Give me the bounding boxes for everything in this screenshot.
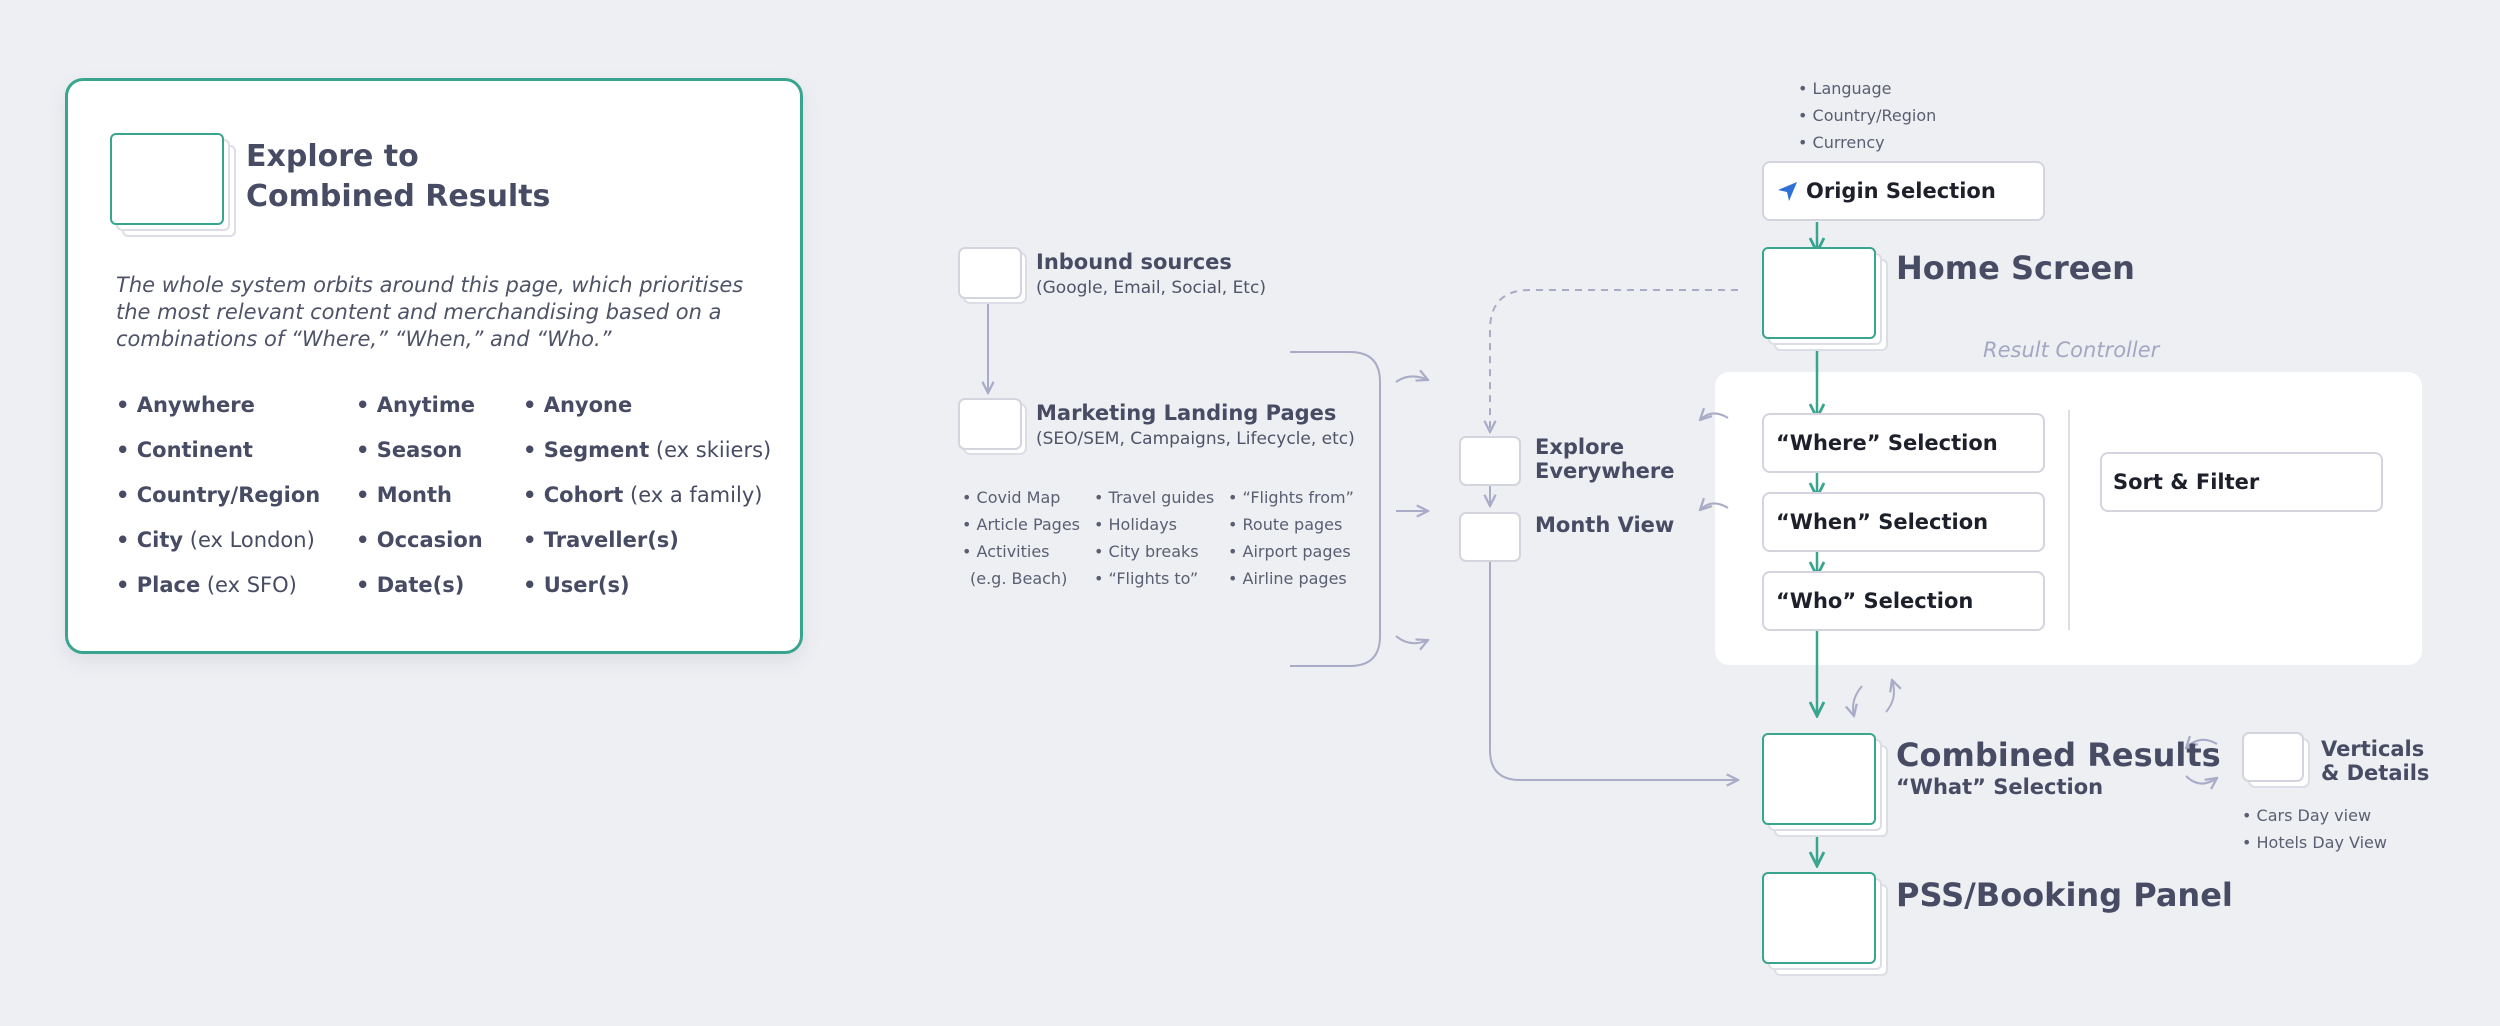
list-item: • Country/Region (116, 483, 321, 507)
inbound-sources-title: Inbound sources (1036, 250, 1232, 274)
arrow-bracket-top (1395, 376, 1428, 383)
list-item: • Currency (1798, 133, 1885, 152)
who-selection-label: “Who” Selection (1776, 589, 1974, 613)
list-item: • User(s) (523, 573, 630, 597)
list-item: • Article Pages (962, 515, 1081, 534)
arrow-bracket-bottom (1395, 635, 1428, 643)
when-selection-label: “When” Selection (1776, 510, 1989, 534)
verticals-list: • Cars Day view • Hotels Day View (2242, 802, 2387, 856)
month-view-label: Month View (1535, 513, 1675, 537)
list-item: • City breaks (1094, 542, 1199, 561)
arrow-controller-to-explore (1700, 413, 1729, 420)
list-item: • Holidays (1094, 515, 1177, 534)
arrow-combined-to-verticals (2185, 775, 2217, 784)
what-selection-label: “What” Selection (1896, 775, 2104, 799)
inbound-sources-icon (958, 247, 1028, 305)
summary-card: Explore to Combined Results The whole sy… (65, 78, 803, 654)
list-item: • Route pages (1228, 515, 1343, 534)
dashed-home-to-explore (1490, 289, 1738, 432)
navigation-arrow-icon (1778, 182, 1797, 201)
list-item: • City (ex London) (116, 528, 315, 552)
result-controller-title: Result Controller (1983, 338, 2160, 362)
list-item: • “Flights to” (1094, 569, 1199, 588)
list-item: • Travel guides (1094, 488, 1215, 507)
explore-everywhere-icon (1459, 436, 1521, 486)
list-item: • Month (356, 483, 452, 507)
marketing-bracket (1290, 351, 1381, 667)
pss-booking-icon (1762, 872, 1888, 976)
combined-results-icon (1762, 733, 1888, 837)
where-selection-box[interactable]: “Where” Selection (1762, 413, 2045, 473)
pss-booking-label: PSS/Booking Panel (1896, 876, 2233, 914)
list-item: • Cohort (ex a family) (523, 483, 763, 507)
arrow-up-curve (1885, 680, 1894, 713)
verticals-label: Verticals & Details (2321, 737, 2430, 785)
origin-selection-box[interactable]: Origin Selection (1762, 161, 2045, 221)
arrow-controller-to-month (1700, 503, 1729, 510)
list-item: • Traveller(s) (523, 528, 679, 552)
list-item: • Hotels Day View (2242, 833, 2387, 852)
arrow-down-curve (1853, 685, 1863, 716)
list-item: • Date(s) (356, 573, 465, 597)
list-item: • Occasion (356, 528, 483, 552)
arrow-month-to-combined (1489, 560, 1738, 780)
marketing-list-col2: • Travel guides • Holidays • City breaks… (1094, 484, 1214, 592)
list-item: • Covid Map (962, 488, 1061, 507)
sort-filter-box[interactable]: Sort & Filter (2100, 452, 2383, 512)
list-item: • Airport pages (1228, 542, 1351, 561)
list-item: • Segment (ex skiiers) (523, 438, 772, 462)
who-selection-box[interactable]: “Who” Selection (1762, 571, 2045, 631)
list-item: • Anyone (523, 393, 633, 417)
marketing-list-col3: • “Flights from” • Route pages • Airport… (1228, 484, 1354, 592)
list-item: (e.g. Beach) (970, 569, 1068, 588)
home-screen-icon (1762, 247, 1888, 351)
verticals-icon (2242, 732, 2314, 790)
marketing-pages-icon (958, 398, 1028, 456)
where-selection-label: “Where” Selection (1776, 431, 1998, 455)
list-item: • Activities (962, 542, 1050, 561)
page-stack-icon (110, 133, 236, 237)
divider (2068, 410, 2070, 630)
month-view-icon (1459, 512, 1521, 562)
list-item: • Place (ex SFO) (116, 573, 297, 597)
card-title: Explore to Combined Results (246, 139, 551, 214)
combined-results-label: Combined Results (1896, 736, 2221, 774)
list-item: • Anywhere (116, 393, 255, 417)
inbound-sources-subtitle: (Google, Email, Social, Etc) (1036, 278, 1266, 298)
list-item: • Language (1798, 79, 1892, 98)
arrow-verticals-to-combined (2186, 740, 2218, 748)
list-item: • Anytime (356, 393, 475, 417)
origin-selection-label: Origin Selection (1806, 179, 1996, 203)
card-description: The whole system orbits around this page… (116, 273, 744, 351)
marketing-pages-title: Marketing Landing Pages (1036, 401, 1337, 425)
marketing-list-col1: • Covid Map • Article Pages • Activities… (962, 484, 1080, 592)
sort-filter-label: Sort & Filter (2113, 470, 2260, 494)
home-screen-label: Home Screen (1896, 249, 2135, 287)
list-item: • Country/Region (1798, 106, 1937, 125)
list-item: • Continent (116, 438, 253, 462)
settings-list: • Language • Country/Region • Currency (1798, 75, 1936, 156)
when-selection-box[interactable]: “When” Selection (1762, 492, 2045, 552)
explore-everywhere-label: Explore Everywhere (1535, 435, 1675, 483)
marketing-pages-subtitle: (SEO/SEM, Campaigns, Lifecycle, etc) (1036, 429, 1355, 449)
list-item: • Cars Day view (2242, 806, 2372, 825)
list-item: • “Flights from” (1228, 488, 1354, 507)
list-item: • Airline pages (1228, 569, 1347, 588)
list-item: • Season (356, 438, 463, 462)
